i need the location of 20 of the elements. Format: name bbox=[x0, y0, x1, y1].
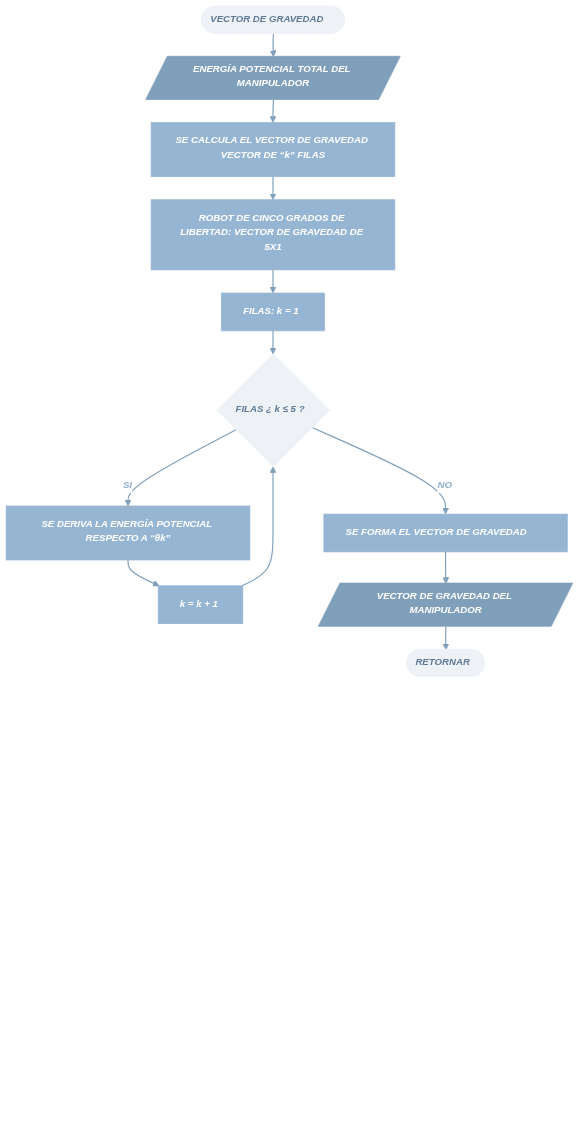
arrow bbox=[269, 330, 277, 355]
arrow bbox=[241, 466, 277, 587]
edge-label: NO bbox=[437, 479, 452, 491]
node-box: k = k + 1 bbox=[157, 585, 244, 624]
node-box: SE DERIVA LA ENERGÍA POTENCIAL RESPECTO A “θk” bbox=[5, 505, 251, 561]
arrow bbox=[311, 426, 449, 515]
arrow bbox=[127, 559, 160, 587]
arrow bbox=[269, 176, 277, 201]
arrow bbox=[442, 551, 450, 584]
node-box: SE CALCULA EL VECTOR DE GRAVEDAD VECTOR DE “k” FILAS bbox=[150, 122, 396, 177]
arrow bbox=[269, 269, 277, 294]
edge-label: SI bbox=[122, 479, 133, 491]
arrow bbox=[124, 429, 237, 507]
arrow bbox=[442, 626, 450, 651]
node-diamond: FILAS ¿ k ≤ 5 ? bbox=[216, 353, 331, 468]
arrow bbox=[269, 32, 277, 57]
node-box: ROBOT DE CINCO GRADOS DE LIBERTAD: VECTOR DE GRAVEDAD DE 5X1 bbox=[150, 199, 396, 271]
node-box: FILAS: k = 1 bbox=[221, 292, 325, 332]
arrow bbox=[269, 99, 277, 123]
node-box: SE FORMA EL VECTOR DE GRAVEDAD bbox=[323, 513, 568, 553]
